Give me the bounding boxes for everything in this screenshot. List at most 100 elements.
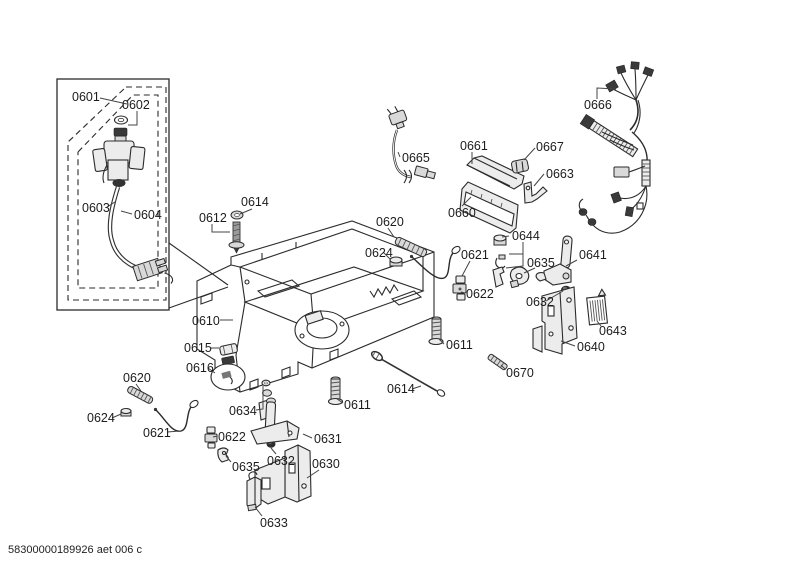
part-label-0622-left: 0622 (218, 430, 246, 444)
part-label-0632-right: 0632 (526, 295, 554, 309)
box-0667 (510, 158, 530, 174)
cable-0621-right (409, 245, 461, 280)
part-labels: 0601 0602 0603 0604 0612 0614 0610 0615 … (72, 90, 627, 530)
clip-0635-left (217, 447, 229, 463)
part-label-0622-right: 0622 (466, 287, 494, 301)
leader-line (270, 447, 277, 455)
part-label-0620-right: 0620 (376, 215, 404, 229)
part-label-0634: 0634 (229, 404, 257, 418)
part-0622-right (452, 275, 467, 301)
part-label-0644: 0644 (512, 229, 540, 243)
leader-line (128, 111, 138, 126)
leader-line (545, 290, 564, 302)
spring-symbol (369, 283, 399, 299)
leader-line (501, 235, 510, 238)
mounting-plate-0640 (532, 286, 578, 355)
leader-line (397, 151, 401, 158)
leader-line (225, 455, 232, 463)
part-label-0624-right: 0624 (365, 246, 393, 260)
document-code: 58300000189926 aet 006 c (8, 544, 142, 556)
leader-line (387, 227, 395, 238)
grommet-0603 (112, 179, 126, 187)
part-label-0601: 0601 (72, 90, 100, 104)
fastener-0612-0614 (228, 210, 245, 254)
hose-end-connector-0604 (132, 257, 174, 284)
part-label-0603: 0603 (82, 201, 110, 215)
part-label-0666: 0666 (584, 98, 612, 112)
part-label-0602: 0602 (122, 98, 150, 112)
power-cord-0665 (386, 106, 437, 184)
leader-line (99, 97, 128, 105)
leader-line (106, 201, 116, 208)
leader-line (438, 338, 445, 345)
leader-line (120, 210, 133, 215)
leader-line (565, 259, 578, 267)
leader-line (239, 208, 253, 215)
part-label-0670: 0670 (506, 366, 534, 380)
ribbon-connector (579, 114, 639, 158)
part-label-0640: 0640 (577, 340, 605, 354)
spring-0620-left (127, 386, 154, 404)
nut-0624-left (120, 407, 132, 417)
part-label-0621-right: 0621 (461, 248, 489, 262)
part-label-0635-left: 0635 (232, 460, 260, 474)
part-label-0633: 0633 (260, 516, 288, 530)
panel-0660 (459, 181, 519, 234)
leader-line (596, 87, 617, 99)
nut-0624-right (389, 256, 403, 267)
leader-line (302, 433, 313, 439)
leader-line (523, 147, 536, 161)
vent-grille-0643 (586, 288, 609, 326)
detail-circle-0616 (210, 363, 246, 391)
leader-line (523, 267, 536, 274)
aquastop-valve-assembly (92, 115, 174, 284)
part-label-0632-bottom: 0632 (267, 454, 295, 468)
base-frame-0610 (196, 220, 435, 393)
fastener-stack-0644 (492, 234, 507, 288)
part-label-0635-right: 0635 (527, 256, 555, 270)
leader-line (382, 251, 391, 260)
part-label-0641: 0641 (579, 248, 607, 262)
leader-line (135, 383, 142, 392)
part-label-0663: 0663 (546, 167, 574, 181)
bracket-0663 (523, 181, 548, 204)
part-label-0624-left: 0624 (87, 411, 115, 425)
leader-line (306, 469, 320, 479)
bracket-0630 (254, 444, 312, 505)
part-label-0614-top: 0614 (241, 195, 269, 209)
leader-line (505, 242, 524, 269)
spring-0611-right (428, 316, 444, 346)
leader-line (211, 224, 230, 233)
spring-0620-right (394, 236, 428, 258)
part-label-0621-left: 0621 (143, 426, 171, 440)
cable-0614 (370, 350, 446, 397)
part-label-0611-left: 0611 (344, 398, 371, 412)
callout-leader-lines (99, 87, 617, 517)
part-label-0631: 0631 (314, 432, 342, 446)
wiring-harness-0666 (578, 61, 655, 234)
washer-0602 (113, 115, 129, 125)
part-label-0604: 0604 (134, 208, 162, 222)
hinge-lever-0641 (535, 235, 573, 286)
leader-line (111, 413, 122, 419)
leader-line (254, 506, 263, 517)
part-label-0665: 0665 (402, 151, 430, 165)
part-label-0620-left: 0620 (123, 371, 151, 385)
spring-0611-left (327, 376, 344, 406)
part-label-0643: 0643 (599, 324, 627, 338)
part-label-0660: 0660 (448, 206, 476, 220)
leader-line (336, 398, 344, 404)
part-label-0611-right: 0611 (446, 338, 473, 352)
inset-detail-box (56, 78, 229, 311)
bracket-0635-right (509, 266, 530, 289)
part-label-0614-mid: 0614 (387, 382, 415, 396)
part-label-0615: 0615 (184, 341, 212, 355)
leader-line (500, 364, 506, 370)
leader-line (212, 435, 218, 438)
leader-line (207, 367, 216, 374)
bracket-0633 (246, 471, 262, 512)
part-label-0630: 0630 (312, 457, 340, 471)
part-label-0612: 0612 (199, 211, 227, 225)
leader-line (596, 320, 602, 327)
